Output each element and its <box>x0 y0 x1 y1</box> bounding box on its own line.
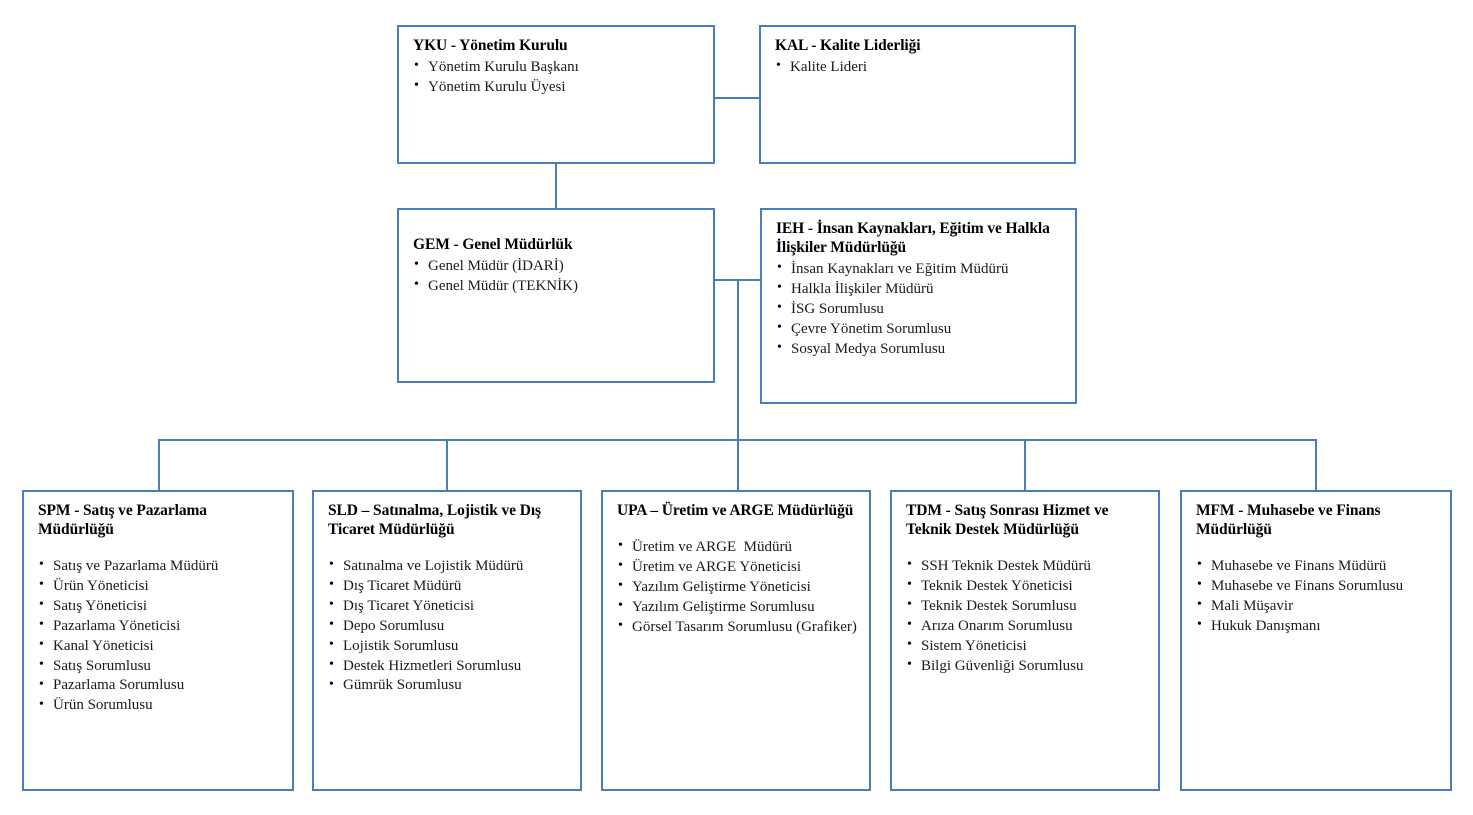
node-mfm[interactable]: MFM - Muhasebe ve Finans Müdürlüğü Muhas… <box>1180 490 1452 791</box>
node-gem-title: GEM - Genel Müdürlük <box>413 236 573 253</box>
node-upa-title: UPA – Üretim ve ARGE Müdürlüğü <box>617 502 854 519</box>
list-item: Satınalma ve Lojistik Müdürü <box>328 556 568 577</box>
list-item: Hukuk Danışmanı <box>1196 616 1438 637</box>
connector-bus-mfm <box>1315 439 1317 491</box>
list-item: Pazarlama Sorumlusu <box>38 676 280 696</box>
connector-yku-gem <box>555 163 557 209</box>
list-item: Yazılım Geliştirme Yöneticisi <box>617 577 857 598</box>
list-item: Yönetim Kurulu Başkanı <box>413 57 701 78</box>
list-item: Teknik Destek Sorumlusu <box>906 596 1146 617</box>
list-item: Halkla İlişkiler Müdürü <box>776 279 1063 300</box>
node-ieh-list: İnsan Kaynakları ve Eğitim Müdürü Halkla… <box>776 259 1063 360</box>
list-item: Satış ve Pazarlama Müdürü <box>38 556 280 577</box>
node-upa[interactable]: UPA – Üretim ve ARGE Müdürlüğü Üretim ve… <box>601 490 871 791</box>
list-item: İnsan Kaynakları ve Eğitim Müdürü <box>776 259 1063 280</box>
list-item: Satış Sorumlusu <box>38 656 280 677</box>
list-item: Yönetim Kurulu Üyesi <box>413 77 701 98</box>
node-kal-title: KAL - Kalite Liderliği <box>775 37 921 54</box>
list-item: Mali Müşavir <box>1196 596 1438 617</box>
list-item: Dış Ticaret Müdürü <box>328 576 568 597</box>
connector-gem-bus <box>737 279 739 441</box>
list-item: Depo Sorumlusu <box>328 616 568 637</box>
list-item: Muhasebe ve Finans Sorumlusu <box>1196 576 1438 597</box>
list-item: Genel Müdür (İDARİ) <box>413 256 701 277</box>
node-sld[interactable]: SLD – Satınalma, Lojistik ve Dış Ticaret… <box>312 490 582 791</box>
connector-bus-spm <box>158 439 160 491</box>
list-item: Teknik Destek Yöneticisi <box>906 576 1146 597</box>
list-item: Lojistik Sorumlusu <box>328 636 568 657</box>
list-item: Satış Yöneticisi <box>38 596 280 617</box>
list-item: Arıza Onarım Sorumlusu <box>906 616 1146 637</box>
node-kal-list: Kalite Lideri <box>775 57 1062 78</box>
node-spm-title: SPM - Satış ve Pazarlama Müdürlüğü <box>38 502 207 538</box>
node-upa-list: Üretim ve ARGE Müdürü Üretim ve ARGE Yön… <box>617 537 857 638</box>
list-item: İSG Sorumlusu <box>776 299 1063 320</box>
node-spm[interactable]: SPM - Satış ve Pazarlama Müdürlüğü Satış… <box>22 490 294 791</box>
node-yku-list: Yönetim Kurulu Başkanı Yönetim Kurulu Üy… <box>413 57 701 98</box>
connector-bus-tdm <box>1024 439 1026 491</box>
list-item: Yazılım Geliştirme Sorumlusu <box>617 597 857 618</box>
list-item: Muhasebe ve Finans Müdürü <box>1196 556 1438 577</box>
node-ieh[interactable]: IEH - İnsan Kaynakları, Eğitim ve Halkla… <box>760 208 1077 404</box>
node-gem[interactable]: GEM - Genel Müdürlük Genel Müdür (İDARİ)… <box>397 208 715 383</box>
node-yku-title: YKU - Yönetim Kurulu <box>413 37 568 54</box>
node-mfm-list: Muhasebe ve Finans Müdürü Muhasebe ve Fi… <box>1196 556 1438 637</box>
list-item: Ürün Yöneticisi <box>38 576 280 597</box>
list-item: Üretim ve ARGE Müdürü <box>617 537 857 558</box>
connector-bus-upa <box>737 439 739 491</box>
node-mfm-title: MFM - Muhasebe ve Finans Müdürlüğü <box>1196 502 1381 538</box>
node-spm-list: Satış ve Pazarlama Müdürü Ürün Yöneticis… <box>38 556 280 717</box>
node-tdm-list: SSH Teknik Destek Müdürü Teknik Destek Y… <box>906 556 1146 677</box>
list-item: Üretim ve ARGE Yöneticisi <box>617 557 857 578</box>
list-item: Genel Müdür (TEKNİK) <box>413 276 701 297</box>
list-item: Ürün Sorumlusu <box>38 696 280 716</box>
connector-bus-sld <box>446 439 448 491</box>
list-item: Sosyal Medya Sorumlusu <box>776 339 1063 360</box>
node-tdm-title: TDM - Satış Sonrası Hizmet ve Teknik Des… <box>906 502 1109 538</box>
node-sld-list: Satınalma ve Lojistik Müdürü Dış Ticaret… <box>328 556 568 697</box>
list-item: SSH Teknik Destek Müdürü <box>906 556 1146 577</box>
list-item: Görsel Tasarım Sorumlusu (Grafiker) <box>617 617 857 638</box>
list-item: Destek Hizmetleri Sorumlusu <box>328 656 568 677</box>
list-item: Bilgi Güvenliği Sorumlusu <box>906 656 1146 677</box>
list-item: Kalite Lideri <box>775 57 1062 78</box>
node-yku[interactable]: YKU - Yönetim Kurulu Yönetim Kurulu Başk… <box>397 25 715 164</box>
list-item: Kanal Yöneticisi <box>38 636 280 657</box>
node-kal[interactable]: KAL - Kalite Liderliği Kalite Lideri <box>759 25 1076 164</box>
node-gem-list: Genel Müdür (İDARİ) Genel Müdür (TEKNİK) <box>413 256 701 297</box>
node-tdm[interactable]: TDM - Satış Sonrası Hizmet ve Teknik Des… <box>890 490 1160 791</box>
list-item: Sistem Yöneticisi <box>906 636 1146 657</box>
list-item: Pazarlama Yöneticisi <box>38 616 280 637</box>
list-item: Çevre Yönetim Sorumlusu <box>776 319 1063 340</box>
list-item: Gümrük Sorumlusu <box>328 676 568 696</box>
list-item: Dış Ticaret Yöneticisi <box>328 596 568 617</box>
node-ieh-title: IEH - İnsan Kaynakları, Eğitim ve Halkla… <box>776 220 1050 256</box>
connector-yku-kal <box>714 97 761 99</box>
node-sld-title: SLD – Satınalma, Lojistik ve Dış Ticaret… <box>328 502 541 538</box>
